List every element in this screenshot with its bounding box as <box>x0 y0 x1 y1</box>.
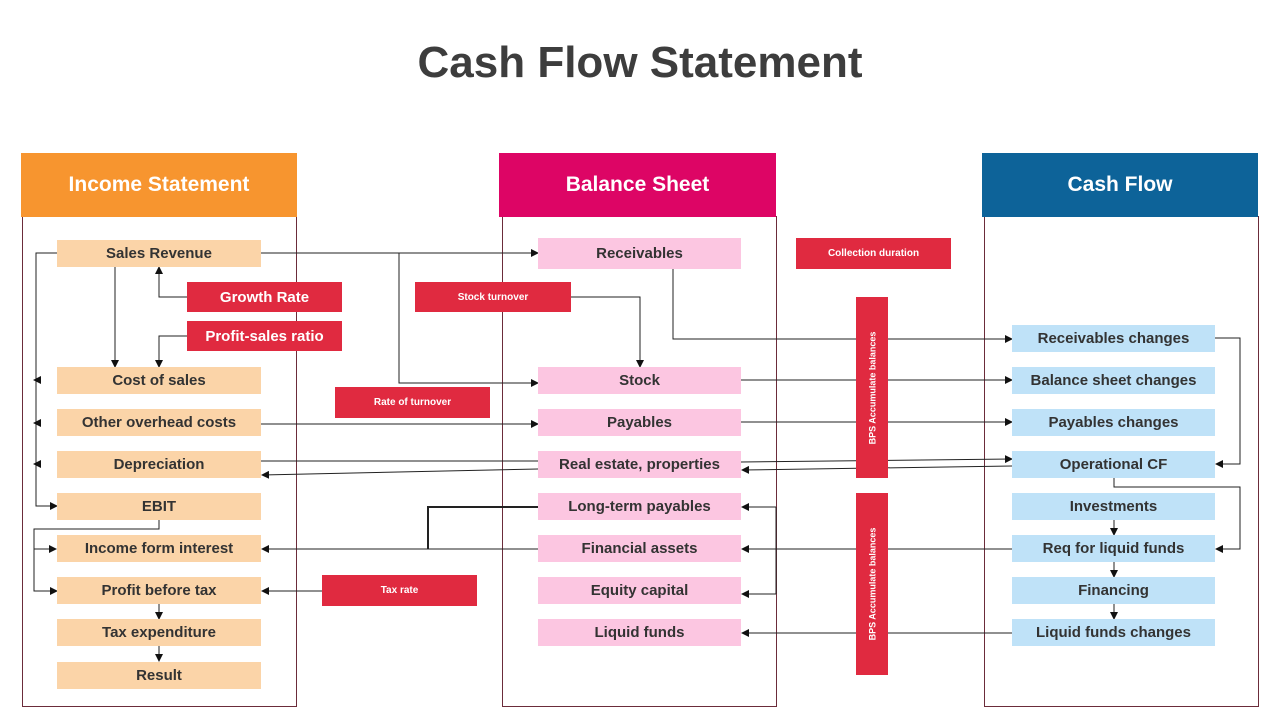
investments-box: Investments <box>1012 493 1215 520</box>
balance-sheet-changes-box: Balance sheet changes <box>1012 367 1215 394</box>
profit-sales-ratio-label: Profit-sales ratio <box>187 321 342 351</box>
rate-of-turnover-label: Rate of turnover <box>335 387 490 418</box>
depreciation-box: Depreciation <box>57 451 261 478</box>
cost-of-sales-box: Cost of sales <box>57 367 261 394</box>
cash-flow-header: Cash Flow <box>982 153 1258 217</box>
stock-turnover-label: Stock turnover <box>415 282 571 312</box>
tax-expenditure-box: Tax expenditure <box>57 619 261 646</box>
balance-sheet-header: Balance Sheet <box>499 153 776 217</box>
stock-box: Stock <box>538 367 741 394</box>
result-box: Result <box>57 662 261 689</box>
collection-duration-label: Collection duration <box>796 238 951 269</box>
page-title: Cash Flow Statement <box>417 38 863 87</box>
real-estate-box: Real estate, properties <box>538 451 741 478</box>
bps-bottom-label: BPS Accumulate balances <box>867 527 877 641</box>
receivables-changes-box: Receivables changes <box>1012 325 1215 352</box>
bps-accumulate-balances-bottom: BPS Accumulate balances <box>856 493 888 675</box>
req-for-liquid-funds-box: Req for liquid funds <box>1012 535 1215 562</box>
income-from-interest-box: Income form interest <box>57 535 261 562</box>
payables-changes-box: Payables changes <box>1012 409 1215 436</box>
growth-rate-label: Growth Rate <box>187 282 342 312</box>
other-overhead-costs-box: Other overhead costs <box>57 409 261 436</box>
payables-box: Payables <box>538 409 741 436</box>
equity-capital-box: Equity capital <box>538 577 741 604</box>
tax-rate-label: Tax rate <box>322 575 477 606</box>
receivables-box: Receivables <box>538 238 741 269</box>
liquid-funds-changes-box: Liquid funds changes <box>1012 619 1215 646</box>
financing-box: Financing <box>1012 577 1215 604</box>
sales-revenue-box: Sales Revenue <box>57 240 261 267</box>
profit-before-tax-box: Profit before tax <box>57 577 261 604</box>
bps-top-label: BPS Accumulate balances <box>867 331 877 444</box>
long-term-payables-box: Long-term payables <box>538 493 741 520</box>
liquid-funds-box: Liquid funds <box>538 619 741 646</box>
operational-cf-box: Operational CF <box>1012 451 1215 478</box>
ebit-box: EBIT <box>57 493 261 520</box>
bps-accumulate-balances-top: BPS Accumulate balances <box>856 297 888 478</box>
financial-assets-box: Financial assets <box>538 535 741 562</box>
income-statement-header: Income Statement <box>21 153 297 217</box>
